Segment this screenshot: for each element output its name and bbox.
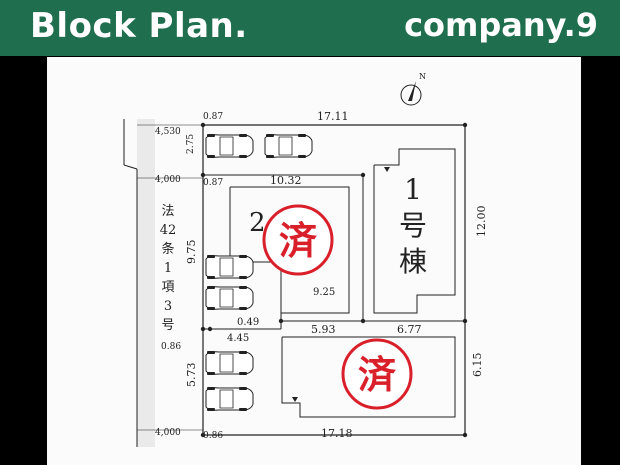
parking-car [205, 386, 254, 412]
svg-text:3: 3 [164, 299, 172, 314]
header-banner: Block Plan. company.9 [0, 0, 620, 56]
building-2-label: 2 [249, 208, 266, 238]
svg-text:条: 条 [161, 241, 174, 257]
dim-middle-setback: 0.87 [203, 178, 223, 188]
dim-bottom-setback: 0.86 [203, 431, 223, 441]
dim-lot3-right-depth: 6.15 [471, 353, 484, 378]
svg-text:法: 法 [161, 204, 174, 219]
road-legal-label: 法 42 条 1 項 3 号 [160, 204, 177, 333]
road-edge-jog [123, 164, 138, 170]
dim-lot2-width: 10.32 [270, 174, 302, 187]
sold-stamp-lot3: 済 [341, 338, 413, 410]
building-1-outline [373, 148, 456, 314]
sold-stamp-lot2: 済 [262, 204, 334, 276]
dim-lot3-right: 6.77 [397, 323, 422, 336]
site-plan-svg: N 4,530 4,000 4,000 法 42 条 1 項 3 号 0.87 … [123, 72, 488, 447]
dim-lot2-inner: 9.25 [313, 287, 335, 298]
parking-car [205, 285, 254, 311]
compass-label: N [419, 72, 426, 81]
site-boundary [202, 124, 466, 436]
road-width-bottom: 4,000 [155, 428, 181, 438]
parking-car [205, 254, 254, 280]
svg-text:棟: 棟 [399, 245, 427, 278]
dim-lot3-mid: 5.93 [311, 323, 336, 336]
dim-parking-depth: 2.75 [186, 134, 196, 154]
road-strip [137, 119, 155, 447]
dim-lot3-left: 4.45 [227, 333, 249, 344]
parking-car [264, 133, 313, 159]
svg-text:号: 号 [399, 209, 427, 242]
building-3-outline [281, 336, 456, 418]
svg-text:1: 1 [404, 173, 422, 206]
dim-bottom-width: 17.18 [321, 427, 353, 440]
parking-car [205, 133, 254, 159]
dim-gap: 0.49 [237, 317, 259, 328]
svg-text:済: 済 [358, 353, 397, 397]
parking-car [205, 350, 254, 376]
block-plan-drawing: N 4,530 4,000 4,000 法 42 条 1 項 3 号 0.87 … [47, 57, 581, 465]
dim-top-width: 17.11 [317, 110, 349, 123]
svg-text:済: 済 [279, 219, 318, 263]
page-title: Block Plan. [30, 6, 248, 46]
dim-lot3-left-depth: 5.73 [185, 363, 198, 388]
dim-left-offset: 0.86 [161, 342, 181, 352]
dim-lot2-depth: 9.75 [185, 240, 198, 265]
svg-text:号: 号 [161, 318, 174, 333]
north-compass-icon: N [400, 72, 426, 106]
company-name: company.9 [404, 6, 598, 44]
dim-right-depth: 12.00 [475, 206, 488, 238]
svg-text:項: 項 [161, 280, 174, 295]
svg-text:42: 42 [160, 223, 177, 238]
dim-top-setback: 0.87 [203, 112, 223, 122]
svg-text:1: 1 [164, 261, 172, 276]
road-width-middle: 4,000 [155, 175, 181, 185]
road-width-top: 4,530 [155, 127, 181, 137]
building-1-label: 1 号 棟 [399, 173, 427, 278]
